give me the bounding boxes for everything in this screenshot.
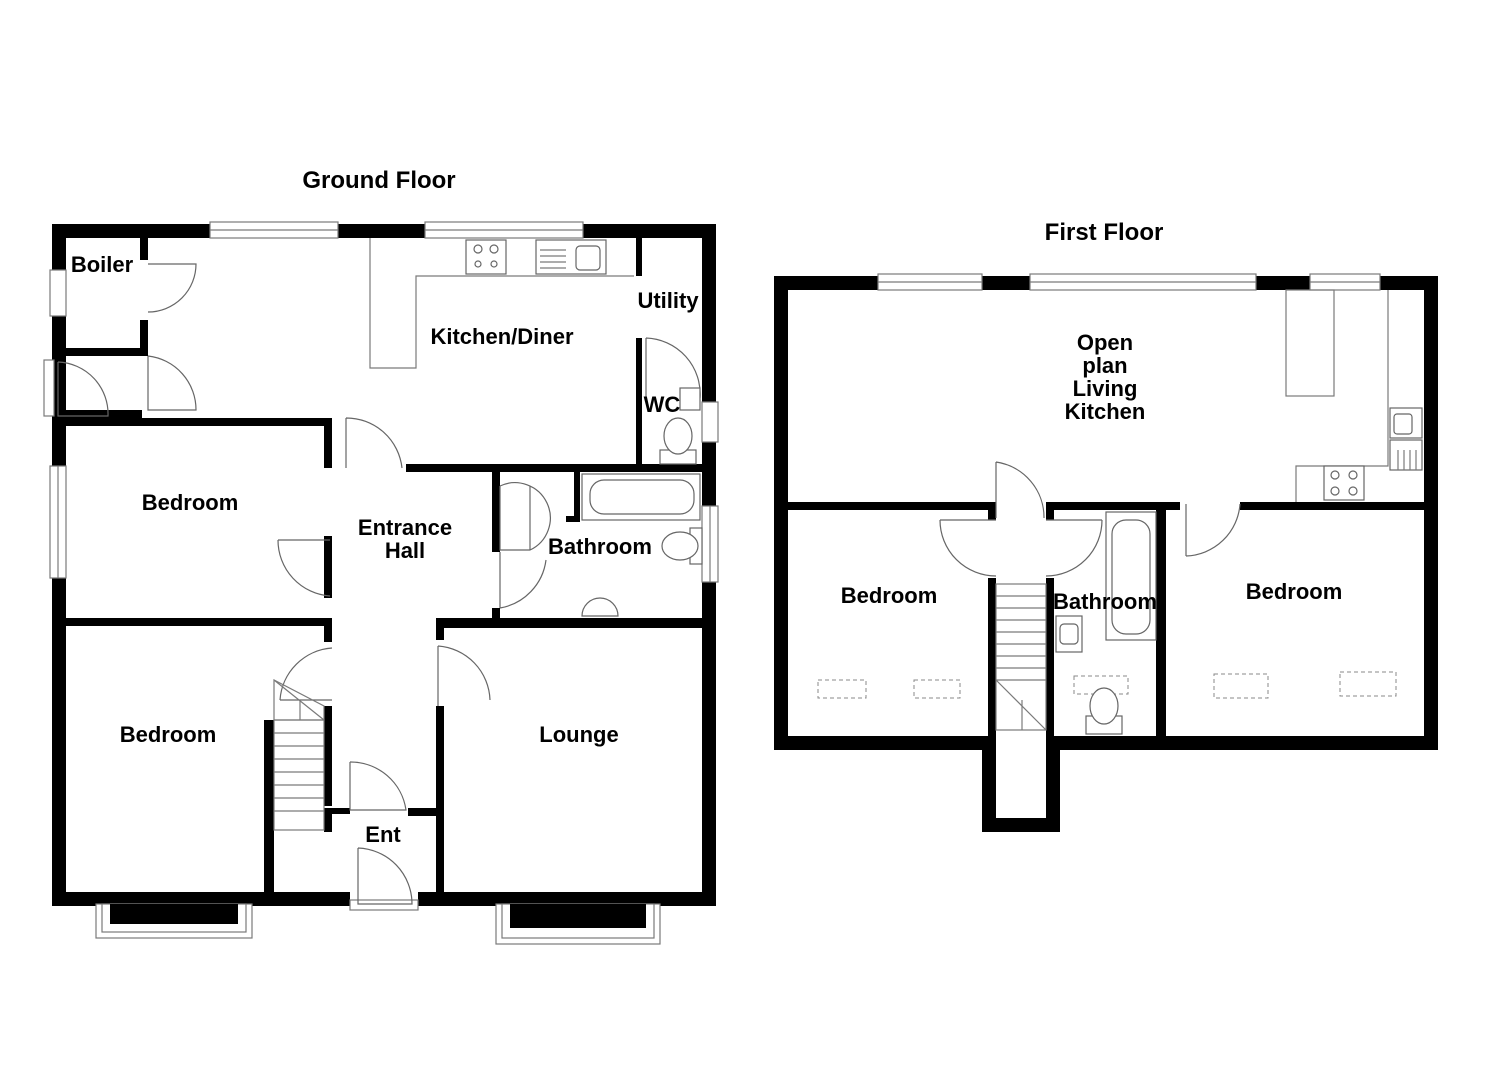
basin-icon bbox=[679, 387, 701, 411]
bay-window bbox=[495, 903, 661, 945]
first-floor-kitchen-fittings bbox=[1285, 289, 1423, 502]
ground-floor-title: Ground Floor bbox=[302, 167, 455, 194]
room-label-entrance-hall-line1: Entrance bbox=[358, 515, 452, 540]
room-label-lounge: Lounge bbox=[539, 722, 618, 747]
window bbox=[701, 401, 719, 443]
ground-floor-doors bbox=[43, 263, 701, 905]
basin-icon bbox=[581, 597, 619, 617]
room-label-open-plan-line3: Living bbox=[1073, 376, 1138, 401]
room-label-bedroom: Bedroom bbox=[841, 583, 938, 608]
room-label-bedroom: Bedroom bbox=[142, 490, 239, 515]
kitchen-fittings bbox=[369, 238, 634, 369]
first-floor-plan: First Floor bbox=[774, 219, 1438, 832]
room-label-bathroom: Bathroom bbox=[548, 534, 652, 559]
bay-window bbox=[95, 903, 253, 939]
room-label-utility: Utility bbox=[637, 288, 699, 313]
room-label-bedroom: Bedroom bbox=[1246, 579, 1343, 604]
window bbox=[49, 269, 67, 317]
room-label-bedroom: Bedroom bbox=[120, 722, 217, 747]
first-floor-title: First Floor bbox=[1045, 219, 1164, 246]
ground-floor-internal-walls bbox=[52, 236, 716, 906]
room-label-entrance-hall-line2: Hall bbox=[385, 538, 425, 563]
first-floor-bathroom-fittings bbox=[1055, 511, 1157, 735]
room-label-open-plan-line4: Kitchen bbox=[1065, 399, 1146, 424]
roof-window bbox=[1213, 673, 1269, 699]
roof-window bbox=[817, 679, 867, 699]
first-floor-stairs bbox=[995, 583, 1047, 731]
room-label-wc: WC bbox=[644, 392, 681, 417]
room-label-boiler: Boiler bbox=[71, 252, 134, 277]
roof-window bbox=[1339, 671, 1397, 697]
ground-floor-outer-walls bbox=[52, 224, 716, 906]
bathroom-fittings bbox=[581, 473, 703, 617]
roof-window bbox=[913, 679, 961, 699]
wc-fittings bbox=[659, 387, 701, 465]
first-floor-doors bbox=[939, 461, 1241, 577]
hob-icon bbox=[465, 239, 507, 275]
room-label-ent: Ent bbox=[365, 822, 401, 847]
room-label-open-plan-line2: plan bbox=[1082, 353, 1127, 378]
ground-floor-plan: Ground Floor bbox=[43, 167, 719, 945]
first-floor-internal-walls bbox=[774, 502, 1438, 742]
room-label-bathroom: Bathroom bbox=[1053, 589, 1157, 614]
hob-icon bbox=[1323, 465, 1365, 501]
room-label-kitchen-diner: Kitchen/Diner bbox=[430, 324, 573, 349]
ground-floor-stairs bbox=[273, 679, 325, 831]
room-label-open-plan-line1: Open bbox=[1077, 330, 1133, 355]
